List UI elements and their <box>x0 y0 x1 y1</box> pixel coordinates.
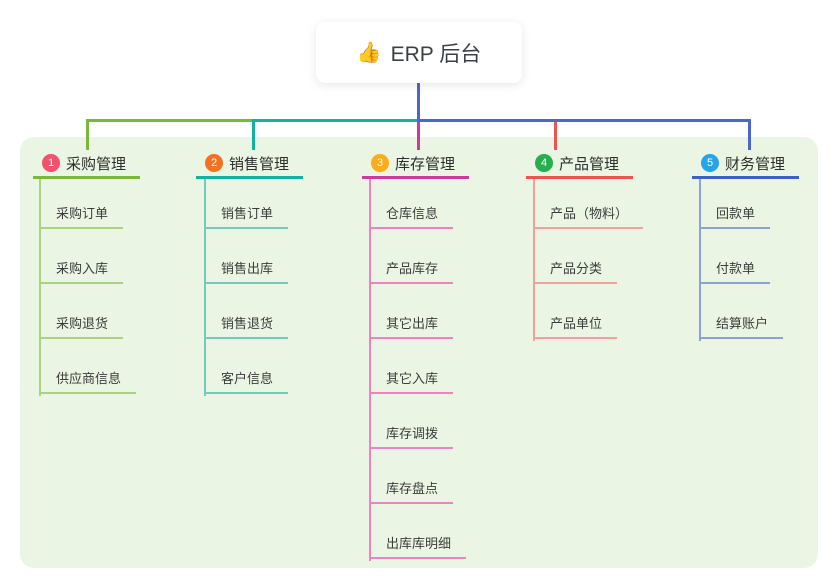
child-node-sales-outbound[interactable]: 销售出库 <box>204 256 289 284</box>
branch-4-trunk-line <box>533 179 535 341</box>
branch-head-purchase-management[interactable]: 1 采购管理 <box>33 150 141 179</box>
child-node-stock-count[interactable]: 库存盘点 <box>369 476 454 504</box>
child-node-product-stock[interactable]: 产品库存 <box>369 256 454 284</box>
branch-3-trunk-line <box>369 179 371 561</box>
connector-branch-5-drop <box>748 119 751 150</box>
branch-label: 产品管理 <box>559 155 620 173</box>
child-node-other-inbound[interactable]: 其它入库 <box>369 366 454 394</box>
branch-label: 库存管理 <box>395 155 456 173</box>
branch-head-sales-management[interactable]: 2 销售管理 <box>196 150 304 179</box>
badge-3: 3 <box>371 154 389 172</box>
root-label: ERP 后台 <box>390 42 482 66</box>
child-node-other-outbound[interactable]: 其它出库 <box>369 311 454 339</box>
connector-branch-2-drop <box>252 119 255 150</box>
root-node[interactable]: 👍 ERP 后台 <box>316 22 522 83</box>
child-node-purchase-return[interactable]: 采购退货 <box>39 311 124 339</box>
child-node-settlement-account[interactable]: 结算账户 <box>699 311 784 339</box>
branch-head-inventory-management[interactable]: 3 库存管理 <box>362 150 470 179</box>
branch-label: 采购管理 <box>66 155 127 173</box>
child-node-purchase-inbound[interactable]: 采购入库 <box>39 256 124 284</box>
connector-branch-1-drop <box>86 119 89 150</box>
connector-branch-1-horizontal <box>86 119 253 122</box>
branch-1-trunk-line <box>39 179 41 396</box>
child-node-sales-order[interactable]: 销售订单 <box>204 201 289 229</box>
badge-1: 1 <box>42 154 60 172</box>
root-stem-connector <box>417 83 420 122</box>
child-node-product-unit[interactable]: 产品单位 <box>533 311 618 339</box>
child-node-purchase-order[interactable]: 采购订单 <box>39 201 124 229</box>
mindmap-panel <box>20 137 818 568</box>
branch-label: 财务管理 <box>725 155 786 173</box>
badge-4: 4 <box>535 154 553 172</box>
connector-branch-5-horizontal <box>417 119 751 122</box>
child-node-warehouse-info[interactable]: 仓库信息 <box>369 201 454 229</box>
connector-branch-4-drop <box>554 122 557 150</box>
child-node-stock-transfer[interactable]: 库存调拨 <box>369 421 454 449</box>
badge-5: 5 <box>701 154 719 172</box>
branch-2-trunk-line <box>204 179 206 396</box>
child-node-sales-return[interactable]: 销售退货 <box>204 311 289 339</box>
branch-head-finance-management[interactable]: 5 财务管理 <box>692 150 800 179</box>
connector-branch-2-horizontal <box>253 119 420 122</box>
child-node-product-material[interactable]: 产品（物料） <box>533 201 644 229</box>
child-node-receipt-bill[interactable]: 回款单 <box>699 201 771 229</box>
thumbs-up-icon: 👍 <box>356 41 382 64</box>
branch-5-trunk-line <box>699 179 701 341</box>
branch-label: 销售管理 <box>229 155 290 173</box>
child-node-supplier-info[interactable]: 供应商信息 <box>39 366 137 394</box>
child-node-product-category[interactable]: 产品分类 <box>533 256 618 284</box>
badge-2: 2 <box>205 154 223 172</box>
child-node-outbound-detail[interactable]: 出库库明细 <box>369 531 467 559</box>
connector-branch-3-drop <box>417 122 420 150</box>
branch-head-product-management[interactable]: 4 产品管理 <box>526 150 634 179</box>
child-node-customer-info[interactable]: 客户信息 <box>204 366 289 394</box>
child-node-payment-bill[interactable]: 付款单 <box>699 256 771 284</box>
